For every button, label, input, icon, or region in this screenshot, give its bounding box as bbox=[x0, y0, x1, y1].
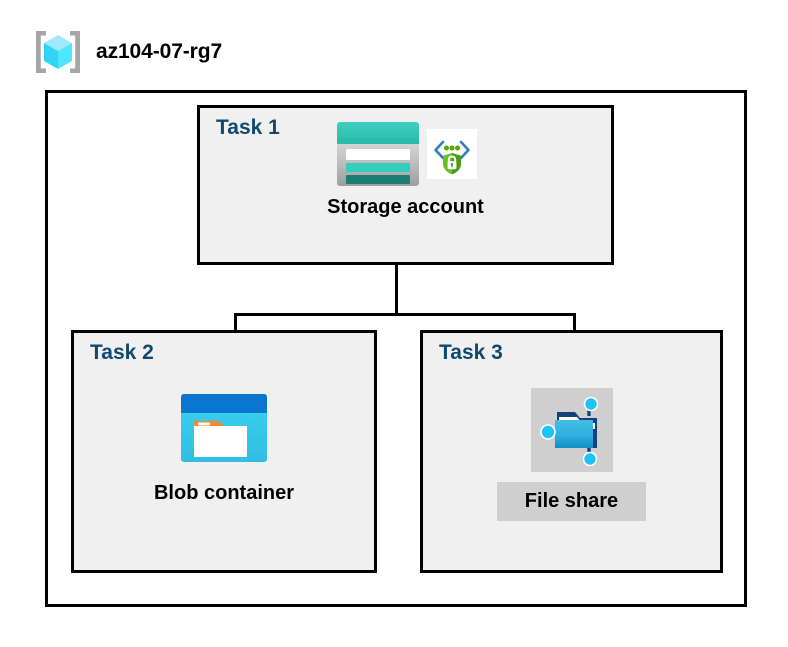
resource-group-header: az104-07-rg7 bbox=[32, 28, 222, 76]
file-share-node[interactable]: File share bbox=[420, 388, 723, 521]
storage-account-node[interactable]: Storage account bbox=[197, 118, 614, 218]
connector-horizontal-bus bbox=[234, 313, 576, 316]
page-title: az104-07-rg7 bbox=[96, 40, 223, 63]
blob-container-node[interactable]: Blob container bbox=[71, 392, 377, 504]
storage-account-icon bbox=[335, 120, 421, 188]
task-1-label: Task 1 bbox=[216, 116, 280, 139]
task-3-label: Task 3 bbox=[439, 341, 503, 364]
task-2-box: Task 2 bbox=[71, 330, 377, 573]
file-share-icon-highlight bbox=[530, 388, 613, 472]
file-share-caption: File share bbox=[496, 482, 647, 521]
connector-storage-trunk bbox=[395, 265, 398, 316]
secure-endpoint-shield-icon bbox=[426, 129, 477, 179]
file-share-icon bbox=[533, 390, 611, 470]
task-2-label: Task 2 bbox=[90, 341, 154, 364]
azure-resource-group-icon bbox=[32, 27, 84, 77]
storage-account-caption: Storage account bbox=[327, 196, 484, 218]
blob-container-caption: Blob container bbox=[153, 482, 294, 504]
storage-account-icon-row bbox=[335, 118, 477, 190]
blob-container-icon bbox=[179, 392, 269, 464]
